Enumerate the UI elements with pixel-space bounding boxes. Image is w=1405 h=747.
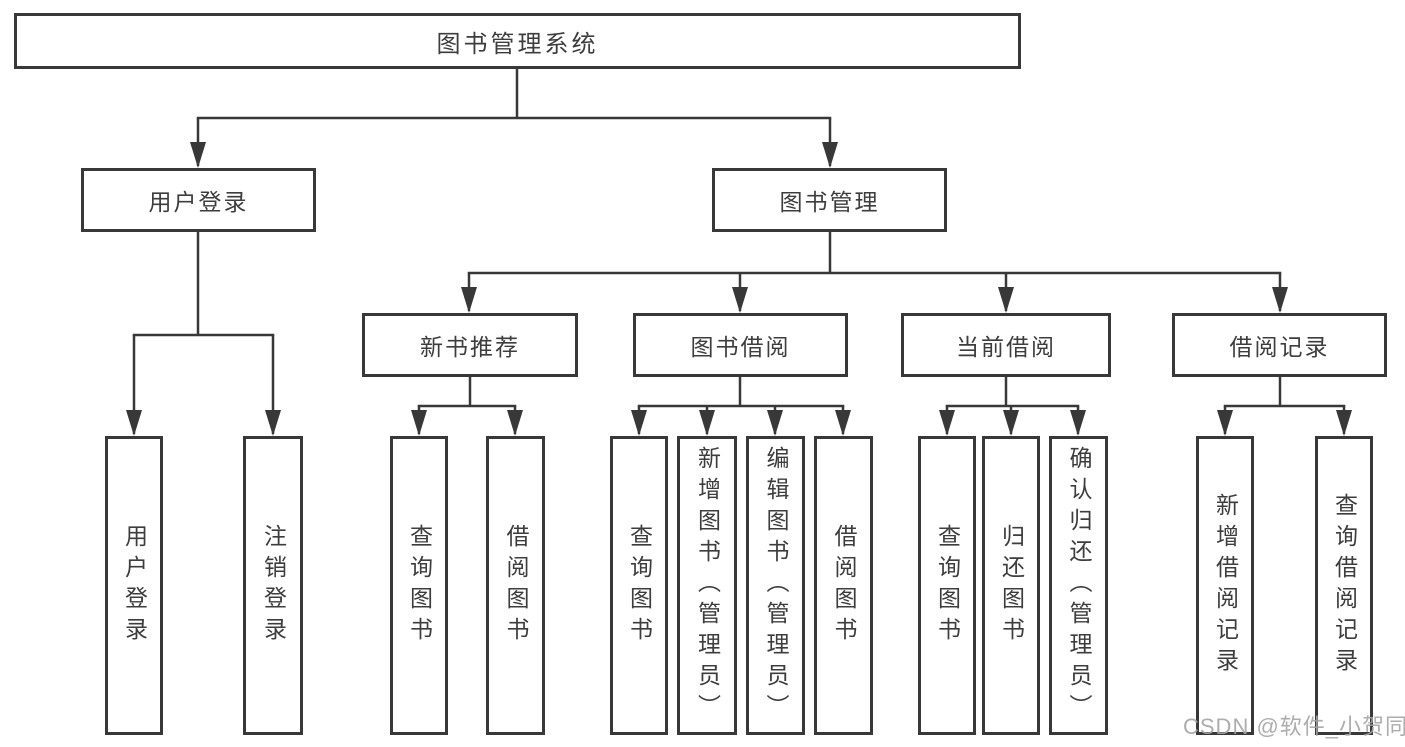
node-book-borrowing: 图书借阅 xyxy=(633,313,848,377)
node-new-book-recommendation: 新书推荐 xyxy=(362,313,578,377)
leaf-query-books-borrowing: 查询图书 xyxy=(610,436,668,735)
connector-root-to-level2 xyxy=(190,69,838,168)
node-book-management: 图书管理 xyxy=(712,168,947,232)
node-label: 新增借阅记录 xyxy=(1212,492,1239,679)
node-label: 编辑图书（管理员） xyxy=(763,446,789,725)
connector-current-borrowing-children xyxy=(939,377,1086,436)
leaf-confirm-return-admin: 确认归还（管理员） xyxy=(1049,436,1108,735)
leaf-borrow-books-recommend: 借阅图书 xyxy=(486,436,545,735)
node-label: 查询图书 xyxy=(626,523,653,648)
node-label: 查询图书 xyxy=(934,523,961,648)
leaf-query-books-recommend: 查询图书 xyxy=(390,436,448,735)
leaf-return-books: 归还图书 xyxy=(982,436,1040,735)
node-user-login: 用户登录 xyxy=(81,168,316,232)
node-current-borrowing: 当前借阅 xyxy=(901,313,1111,377)
csdn-watermark: CSDN @软件_小贺同学 xyxy=(1183,714,1405,739)
leaf-user-login: 用户登录 xyxy=(105,436,163,735)
node-label: 借阅图书 xyxy=(831,523,857,648)
connector-new-book-recommendation-children xyxy=(411,377,523,436)
node-label: 图书管理系统 xyxy=(436,30,599,58)
leaf-borrow-books-borrowing: 借阅图书 xyxy=(814,436,873,735)
node-label: 新增图书（管理员） xyxy=(694,446,721,725)
node-label: 归还图书 xyxy=(998,523,1025,648)
node-label: 新书推荐 xyxy=(420,334,520,360)
node-label: 当前借阅 xyxy=(956,334,1056,360)
node-label: 确认归还（管理员） xyxy=(1066,446,1092,725)
connector-book-borrowing-children xyxy=(631,377,851,436)
node-label: 用户登录 xyxy=(148,189,249,215)
node-label: 借阅图书 xyxy=(503,523,529,648)
leaf-query-books-current: 查询图书 xyxy=(918,436,976,735)
node-label: 图书管理 xyxy=(779,189,880,215)
node-label: 查询图书 xyxy=(406,523,433,648)
leaf-add-borrowing-record: 新增借阅记录 xyxy=(1196,436,1254,735)
leaf-query-borrowing-record: 查询借阅记录 xyxy=(1315,436,1373,735)
node-label: 借阅记录 xyxy=(1229,334,1330,360)
node-label: 用户登录 xyxy=(121,523,148,648)
node-library-management-system: 图书管理系统 xyxy=(14,13,1021,69)
leaf-logout-login: 注销登录 xyxy=(243,436,303,735)
node-borrowing-records: 借阅记录 xyxy=(1172,313,1387,377)
leaf-add-books-admin: 新增图书（管理员） xyxy=(677,436,737,735)
connector-book-management-children xyxy=(461,232,1288,313)
node-label: 图书借阅 xyxy=(690,334,791,360)
node-label: 查询借阅记录 xyxy=(1331,492,1358,679)
connector-user-login-children xyxy=(126,232,281,436)
connector-borrowing-records-children xyxy=(1217,377,1352,436)
node-label: 注销登录 xyxy=(260,523,287,648)
leaf-edit-books-admin: 编辑图书（管理员） xyxy=(746,436,805,735)
